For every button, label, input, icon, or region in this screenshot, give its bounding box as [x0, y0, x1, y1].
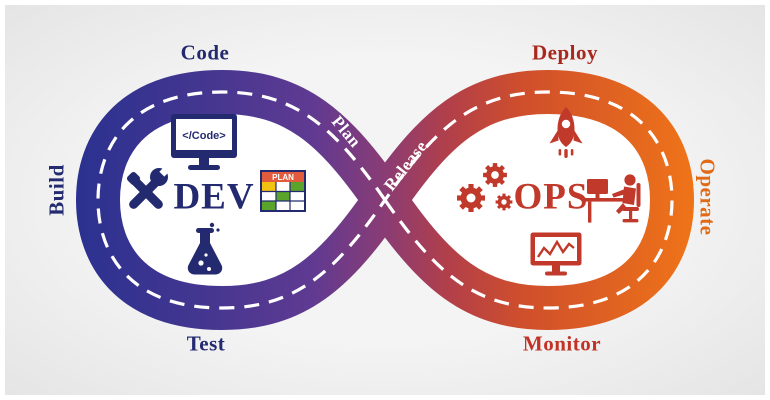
rocket-icon [545, 106, 587, 164]
label-deploy: Deploy [532, 40, 598, 65]
ops-title: OPS [513, 176, 589, 218]
label-code: Code [180, 40, 230, 65]
infinity-dashed-line [96, 90, 674, 310]
dev-title: DEV [173, 176, 255, 218]
plan-board-title: PLAN [272, 173, 294, 182]
label-operate: Operate [695, 158, 720, 236]
label-test: Test [186, 331, 226, 356]
label-monitor: Monitor [522, 331, 602, 356]
code-screen-text: </Code> [182, 130, 225, 142]
label-build: Build [44, 164, 69, 216]
plan-board-icon: PLAN [260, 170, 306, 212]
workstation-icon [585, 167, 647, 225]
tools-icon [118, 164, 174, 220]
flask-icon [181, 221, 229, 279]
chart-monitor-icon [529, 231, 583, 277]
gears-icon [454, 158, 518, 216]
code-monitor-icon: </Code> [169, 113, 239, 173]
